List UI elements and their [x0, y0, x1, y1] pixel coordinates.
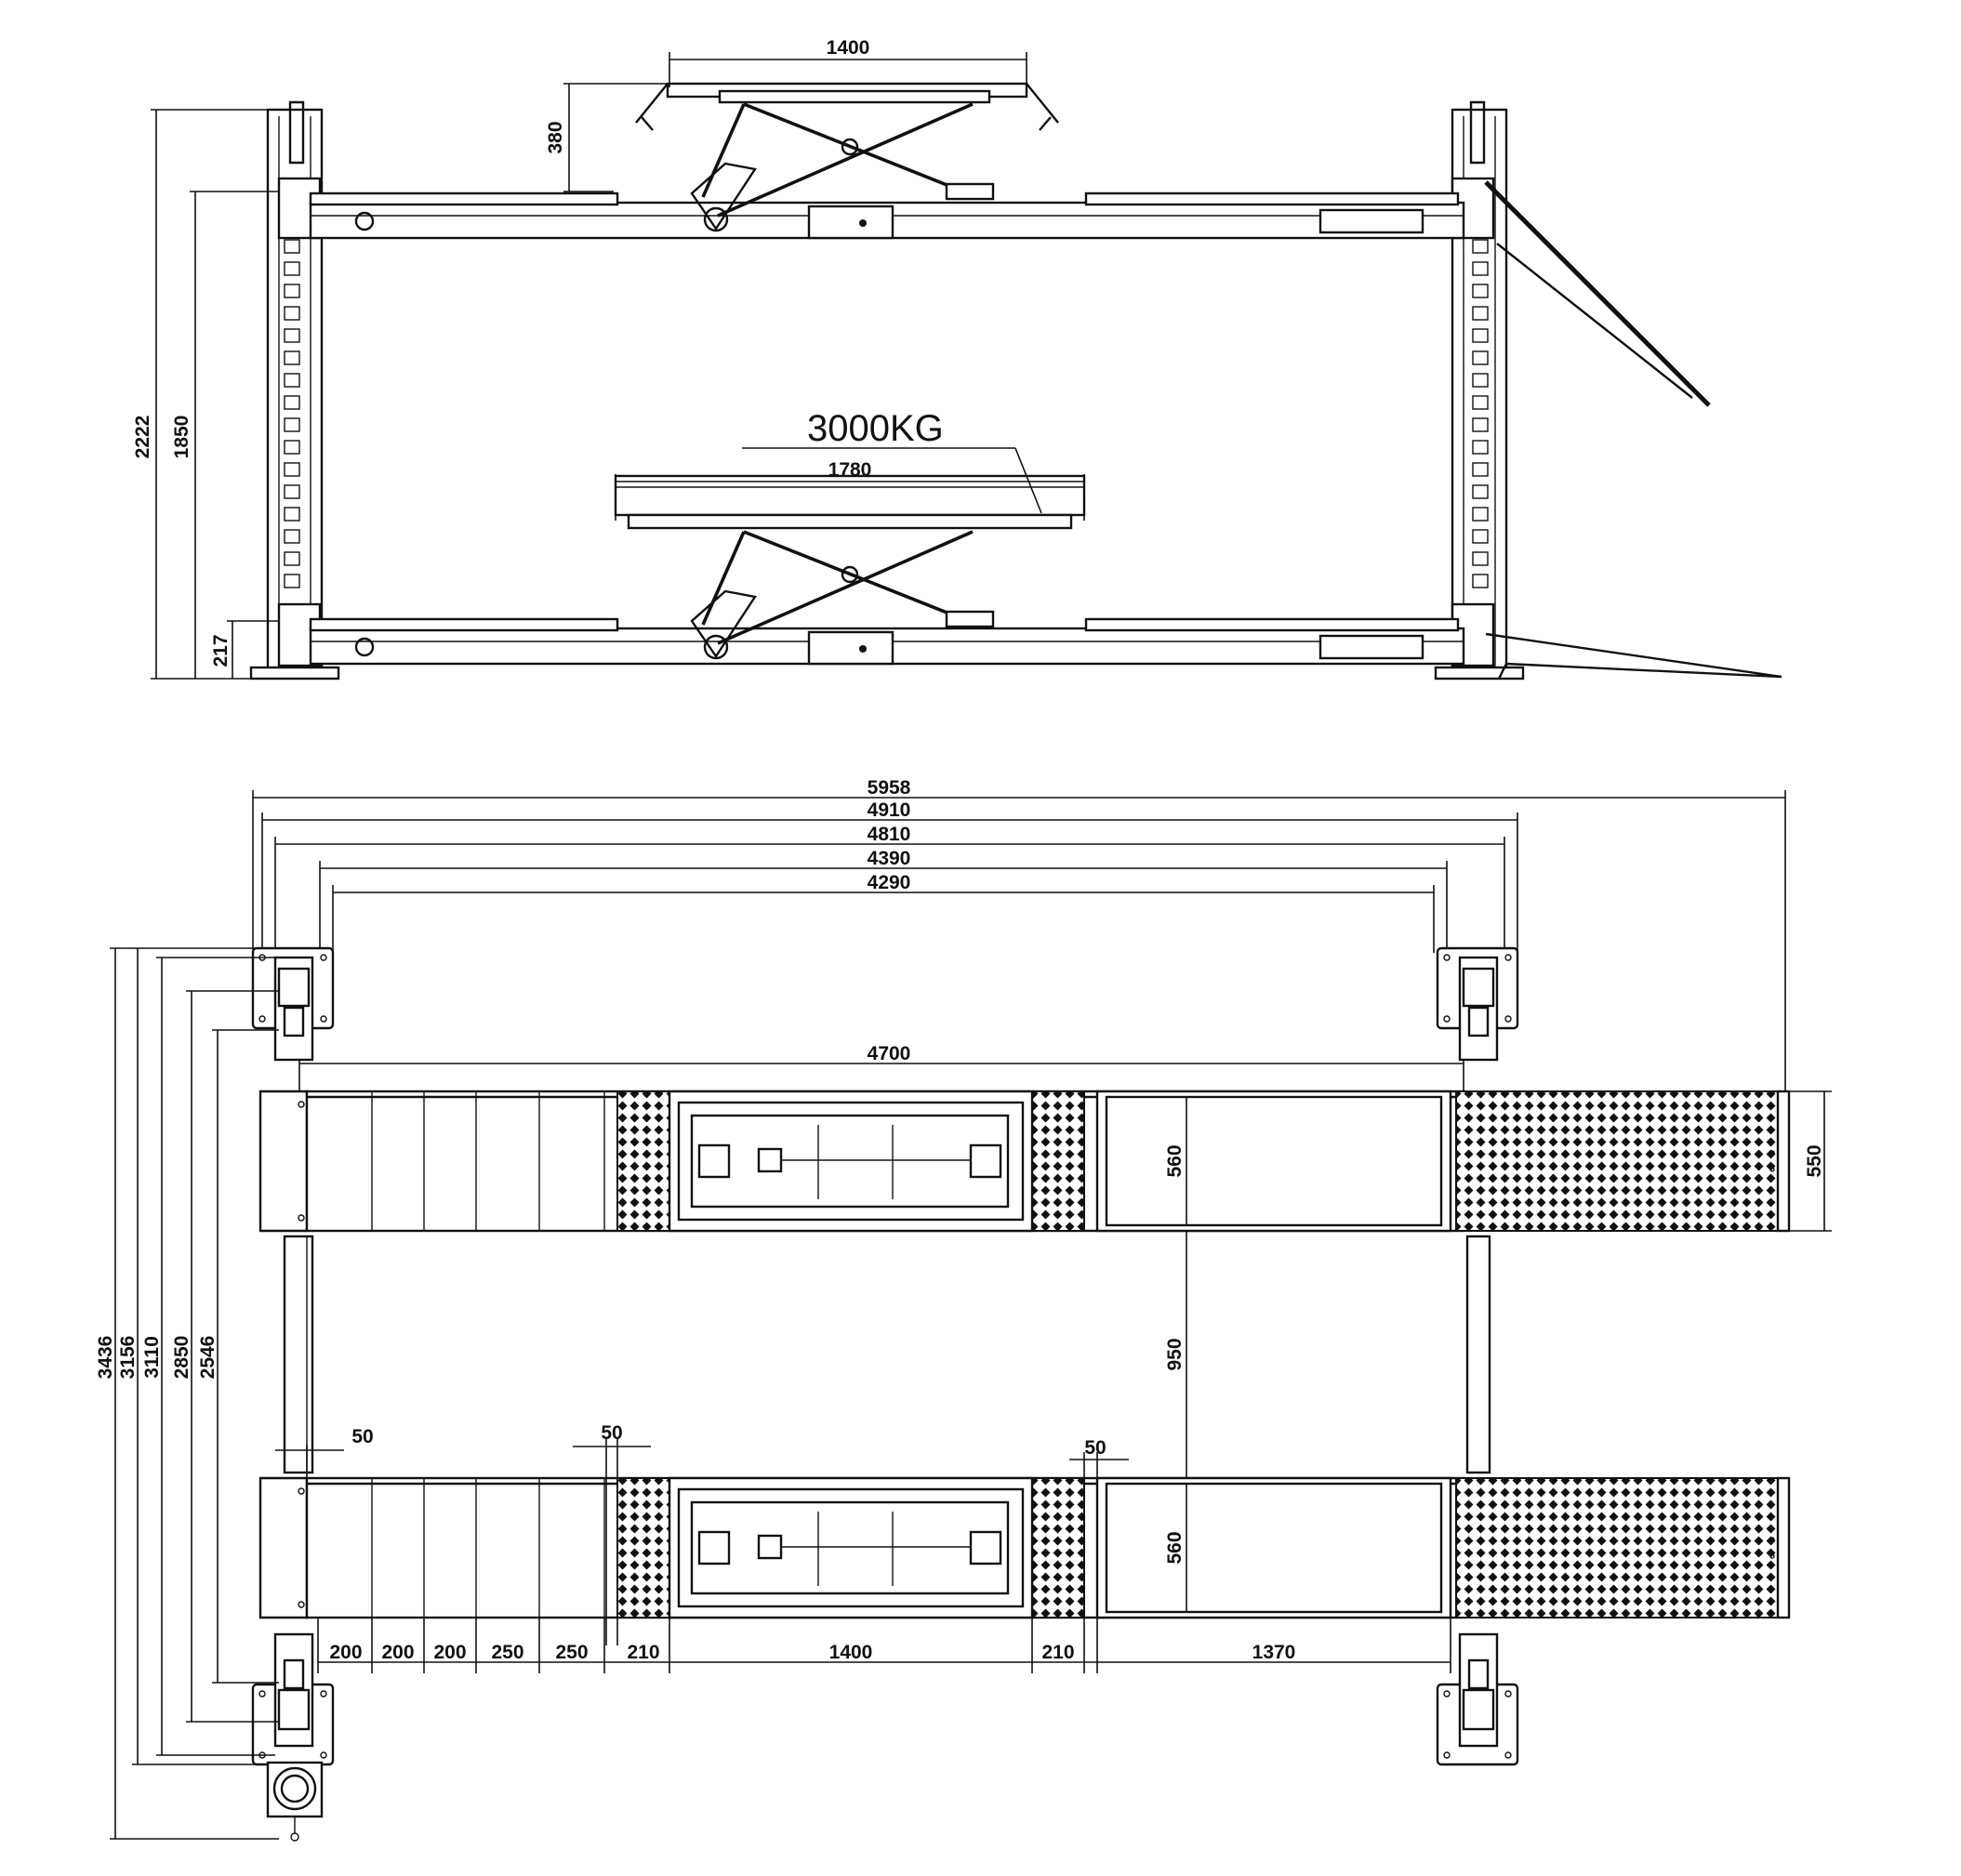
- dim-seg-200-c: 200: [433, 1642, 466, 1663]
- gap-dimensions: 50 50 50: [275, 1422, 1129, 1645]
- right-post: [1434, 100, 1525, 680]
- dim-max-lift-height: 1850: [171, 416, 192, 459]
- dim-seg-250-a: 250: [491, 1642, 523, 1663]
- dim-seg-250-b: 250: [555, 1642, 588, 1663]
- side-view-dimensions: 1400 380 1780 3000KG 2222 1850 217: [132, 37, 1085, 680]
- dim-seg-200-b: 200: [381, 1642, 414, 1663]
- dim-turnplate-length: 1370: [1252, 1642, 1296, 1663]
- dim-overall-length: 5958: [868, 777, 911, 799]
- top-view: 5958 4910 4810 4390 4290 4700: [95, 777, 1832, 1842]
- dim-width-2546: 2546: [197, 1336, 219, 1380]
- dim-lower-platform-length: 1780: [828, 459, 872, 481]
- top-view-length-dimensions: 5958 4910 4810 4390 4290 4700: [252, 777, 1786, 1092]
- dim-jack-length: 1400: [829, 1642, 873, 1663]
- post-bases: [251, 946, 1519, 1842]
- top-view-width-dimensions: 3436 3156 3110 2850 2546 560 950 560: [95, 947, 1832, 1840]
- dim-length-4390: 4390: [868, 848, 911, 869]
- dim-length-4910: 4910: [868, 799, 911, 821]
- dim-runway-width-2: 560: [1164, 1531, 1186, 1564]
- dim-runway-width: 560: [1164, 1144, 1186, 1177]
- dim-jack-lift-height: 380: [545, 121, 566, 153]
- dim-gap-50-c: 50: [1084, 1437, 1106, 1459]
- upper-scissor-jack: [635, 82, 1059, 232]
- dim-width-3156: 3156: [117, 1336, 139, 1380]
- dim-width-3110: 3110: [141, 1336, 163, 1379]
- segment-dimensions: 200 200 200 250 250 210 1400 210 1370: [317, 1618, 1451, 1673]
- dim-width-3436: 3436: [95, 1336, 116, 1380]
- dim-length-4290: 4290: [868, 872, 911, 893]
- label-capacity: 3000KG: [807, 408, 944, 449]
- dim-seg-200-a: 200: [329, 1642, 362, 1663]
- dim-total-height: 2222: [132, 416, 153, 459]
- dim-gap-50-b: 50: [601, 1422, 622, 1444]
- lower-runway: [309, 617, 1465, 666]
- dim-gap-between-runways: 950: [1164, 1338, 1186, 1370]
- dim-length-4810: 4810: [868, 824, 911, 845]
- dim-upper-platform-length: 1400: [827, 37, 870, 59]
- runway-bottom: [258, 1476, 1791, 1619]
- cross-beams: [283, 1235, 1491, 1474]
- dim-ramp-width: 550: [1804, 1144, 1825, 1177]
- dim-min-height: 217: [210, 634, 232, 667]
- lower-scissor-jack: [614, 474, 1086, 660]
- dim-seg-210-b: 210: [1041, 1642, 1074, 1663]
- side-view: 1400 380 1780 3000KG 2222 1850 217: [132, 37, 1782, 680]
- ramps: [1484, 180, 1782, 680]
- runway-top: [258, 1090, 1791, 1233]
- dim-width-2850: 2850: [171, 1336, 192, 1380]
- dim-gap-50-a: 50: [351, 1426, 373, 1447]
- upper-runway: [309, 192, 1465, 240]
- dim-runway-length: 4700: [868, 1043, 911, 1064]
- dim-seg-210-a: 210: [627, 1642, 659, 1663]
- left-post: [249, 100, 340, 680]
